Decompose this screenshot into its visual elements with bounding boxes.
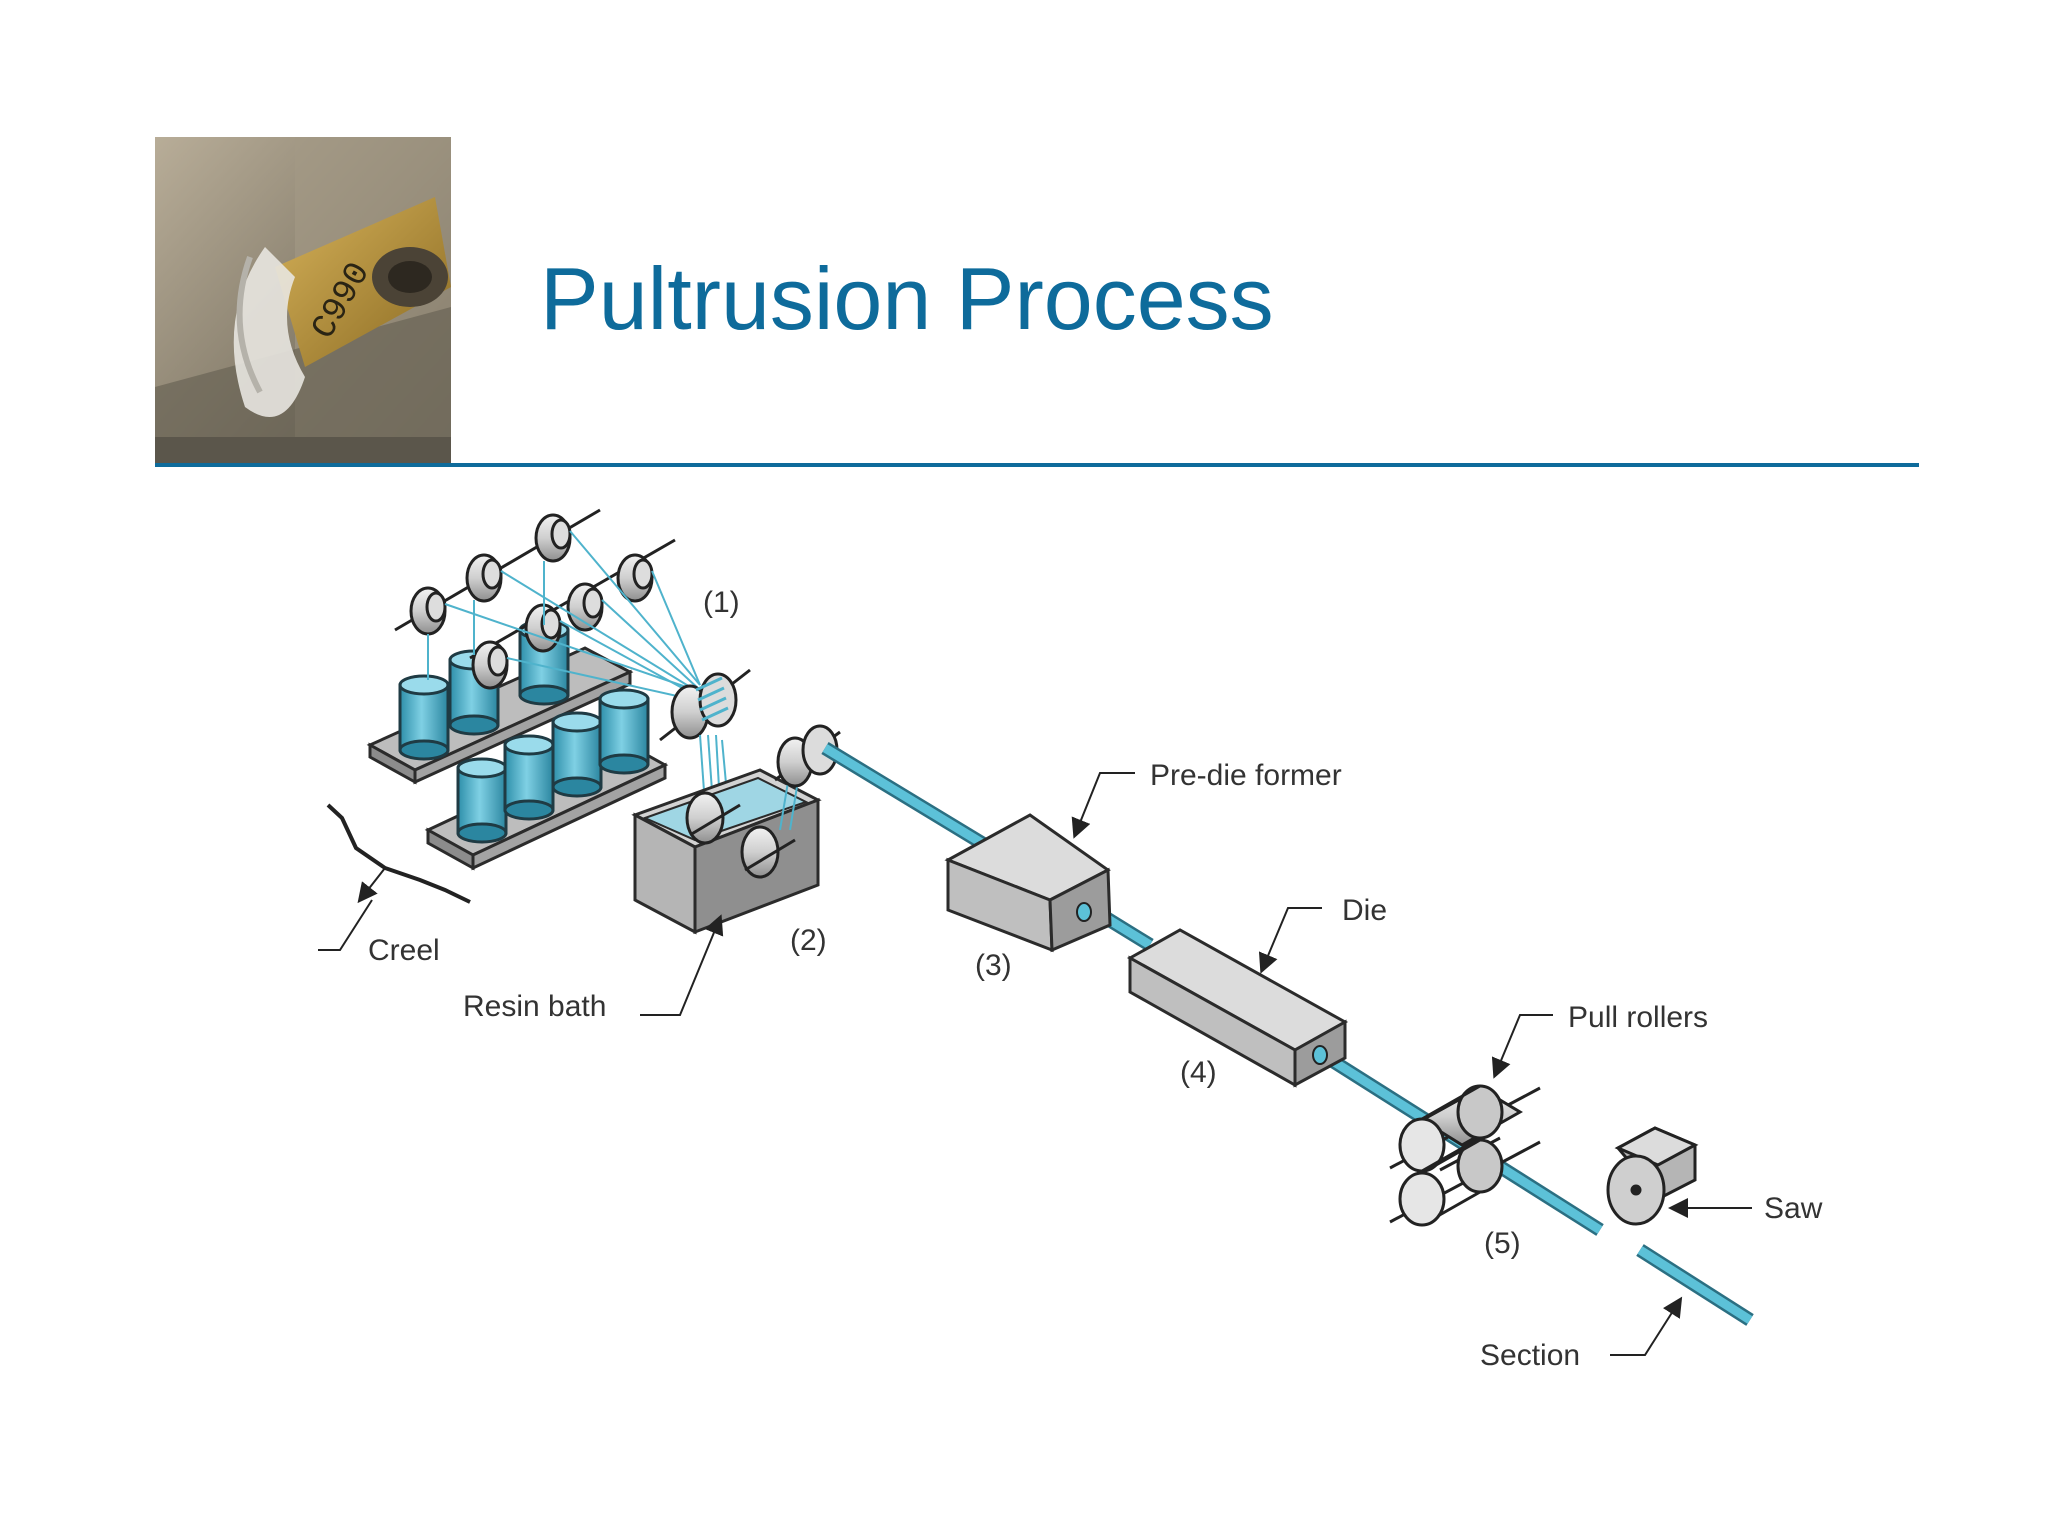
- label-pre-die-former: Pre-die former: [1150, 759, 1342, 792]
- resin-bath-callout: Resin bath: [463, 914, 724, 1023]
- guide-pulleys: [394, 508, 676, 690]
- saw-callout: Saw: [1668, 1192, 1823, 1225]
- saw: [1606, 1126, 1699, 1226]
- fiber-spool: [398, 674, 450, 761]
- fiber-spool: [456, 757, 508, 844]
- header-photo: C990: [155, 137, 451, 465]
- fiber-spools-front: [456, 688, 650, 844]
- title-underline: [155, 463, 1919, 467]
- pulley: [534, 513, 572, 563]
- pre-die-former-callout: Pre-die former: [1071, 759, 1342, 839]
- pulley: [566, 582, 604, 632]
- roller-upper: [1398, 1084, 1523, 1173]
- label-step-2: (2): [790, 924, 827, 957]
- bath-exit-pulley: [774, 724, 841, 788]
- label-step-4: (4): [1180, 1056, 1217, 1089]
- label-step-1: (1): [703, 586, 740, 619]
- pulley: [616, 553, 654, 603]
- fiber-spool: [598, 688, 650, 775]
- pull-rollers: [1389, 1084, 1541, 1227]
- resin-bath: [631, 734, 822, 935]
- section-callout: Section: [1480, 1296, 1683, 1372]
- die-callout: Die: [1258, 894, 1387, 974]
- pulley: [465, 553, 503, 603]
- fiber-spool: [551, 711, 603, 798]
- label-creel: Creel: [368, 934, 440, 967]
- slide-title: Pultrusion Process: [540, 249, 1274, 348]
- creel: [366, 508, 751, 871]
- label-section: Section: [1480, 1339, 1580, 1372]
- label-step-3: (3): [975, 949, 1012, 982]
- cut-section: [1636, 1244, 1754, 1326]
- label-saw: Saw: [1764, 1192, 1823, 1225]
- gathering-spool: [659, 668, 751, 742]
- fiber-spool: [503, 734, 555, 821]
- pulley: [409, 586, 447, 636]
- pulley: [524, 603, 562, 653]
- roller-lower: [1398, 1138, 1504, 1227]
- die: [1126, 928, 1349, 1088]
- label-resin-bath: Resin bath: [463, 990, 606, 1023]
- label-pull-rollers: Pull rollers: [1568, 1001, 1708, 1034]
- label-die: Die: [1342, 894, 1387, 927]
- pulley: [471, 640, 509, 690]
- pre-die-former: [944, 813, 1112, 953]
- fiber-strands: [427, 530, 701, 701]
- pull-rollers-callout: Pull rollers: [1491, 1001, 1708, 1079]
- label-step-5: (5): [1484, 1227, 1521, 1260]
- creel-callout: Creel: [318, 803, 471, 967]
